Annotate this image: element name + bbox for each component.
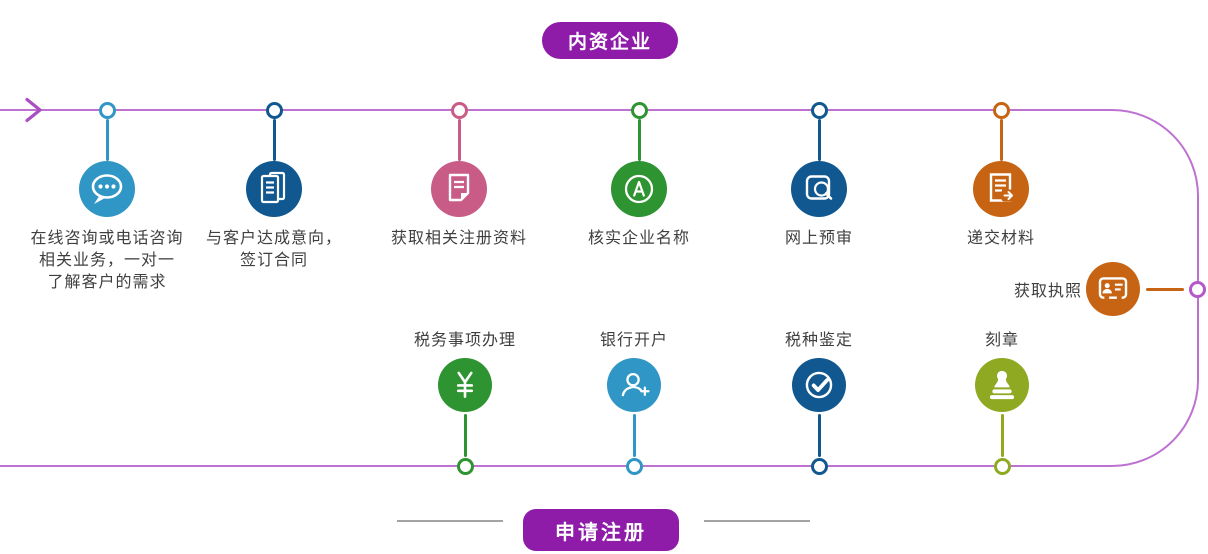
step-connector [637, 119, 641, 161]
step-label: 在线咨询或电话咨询 相关业务，一对一 了解客户的需求 [30, 230, 184, 291]
timeline-node-ring [265, 101, 283, 119]
step-connector [632, 414, 636, 457]
timeline-node-ring [630, 101, 648, 119]
step-icon-circle [1086, 262, 1140, 316]
step-label: 获取相关注册资料 [390, 230, 528, 247]
timeline-node-ring [456, 457, 474, 475]
register-doc-icon [448, 173, 470, 202]
step-connector [463, 414, 467, 457]
step-connector [1146, 287, 1184, 291]
timeline-node-ring [450, 101, 468, 119]
step-icon-circle [611, 161, 667, 217]
chat-bubble-icon [91, 174, 123, 204]
submit-doc-icon [989, 173, 1015, 202]
step-connector [457, 119, 461, 161]
step-label: 税务事项办理 [413, 332, 517, 349]
step-icon-circle [431, 161, 487, 217]
timeline-node-ring [1188, 280, 1206, 298]
step-label: 核实企业名称 [587, 230, 691, 247]
step-icon-circle [438, 358, 492, 412]
stamp-icon [989, 370, 1015, 400]
timeline-node-ring [810, 457, 828, 475]
step-label: 获取执照 [1013, 283, 1082, 300]
step-connector [817, 414, 821, 457]
step-icon-circle [792, 358, 846, 412]
step-icon-circle [973, 161, 1029, 217]
step-connector [272, 119, 276, 161]
step-icon-circle [79, 161, 135, 217]
step-label: 递交材料 [966, 230, 1036, 247]
timeline-node-ring [992, 101, 1010, 119]
contract-doc-icon [260, 171, 286, 204]
timeline-node-ring [810, 101, 828, 119]
timeline-node-ring [98, 101, 116, 119]
step-icon-circle [791, 161, 847, 217]
step-label: 刻章 [984, 332, 1020, 349]
bottom-badge: 申请注册 [523, 509, 679, 551]
bottom-badge-side-line-right [704, 520, 810, 522]
step-connector [999, 119, 1003, 161]
bottom-badge-side-line-left [397, 520, 503, 522]
step-icon-circle [975, 358, 1029, 412]
timeline-node-ring [625, 457, 643, 475]
step-label: 与客户达成意向， 签订合同 [205, 230, 343, 269]
step-icon-circle [246, 161, 302, 217]
step-connector [105, 119, 109, 161]
id-card-icon [1098, 277, 1128, 301]
magnifier-doc-icon [805, 175, 833, 200]
step-icon-circle [607, 358, 661, 412]
step-label: 税种鉴定 [784, 332, 854, 349]
check-circle-icon [805, 371, 833, 399]
step-label: 网上预审 [784, 230, 854, 247]
step-label: 银行开户 [599, 332, 669, 349]
top-badge: 内资企业 [542, 22, 678, 59]
step-connector [817, 119, 821, 161]
timeline-node-ring [993, 457, 1011, 475]
add-user-icon [621, 372, 650, 397]
letter-a-circle-icon [624, 174, 654, 204]
step-connector [1000, 414, 1004, 457]
flow-arrow-icon [25, 97, 42, 123]
yuan-icon [456, 371, 474, 398]
